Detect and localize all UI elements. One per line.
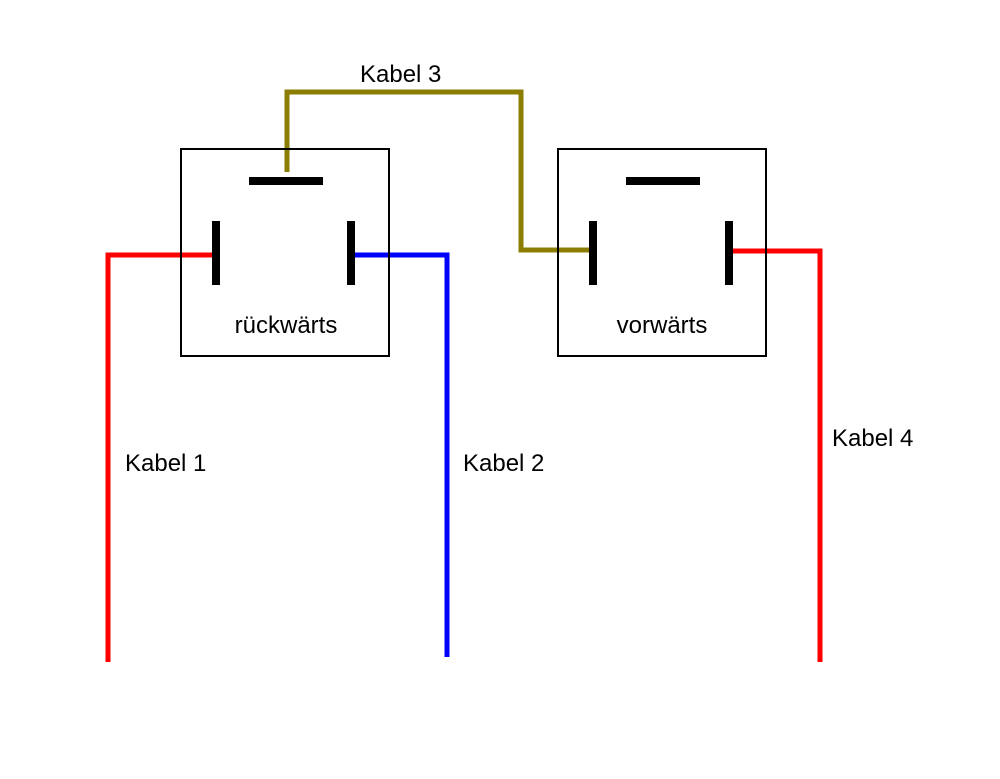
- switch-rueckwaerts-label: rückwärts: [235, 312, 338, 339]
- kabel-2-wire: [353, 252, 450, 657]
- switch-vorwaerts-box: [557, 148, 767, 357]
- kabel-4-label: Kabel 4: [832, 425, 913, 452]
- kabel-3-label: Kabel 3: [360, 61, 441, 88]
- kabel-1-label: Kabel 1: [125, 450, 206, 477]
- kabel-4-wire: [732, 248, 823, 662]
- switch-rueckwaerts: rückwärts: [180, 148, 390, 357]
- switch-rueckwaerts-box: [180, 148, 390, 357]
- switch-vorwaerts-label: vorwärts: [617, 312, 708, 339]
- switch-vorwaerts: vorwärts: [557, 148, 767, 357]
- kabel-3-wire: [284, 89, 590, 253]
- kabel-1-wire: [105, 252, 212, 662]
- kabel-2-label: Kabel 2: [463, 450, 544, 477]
